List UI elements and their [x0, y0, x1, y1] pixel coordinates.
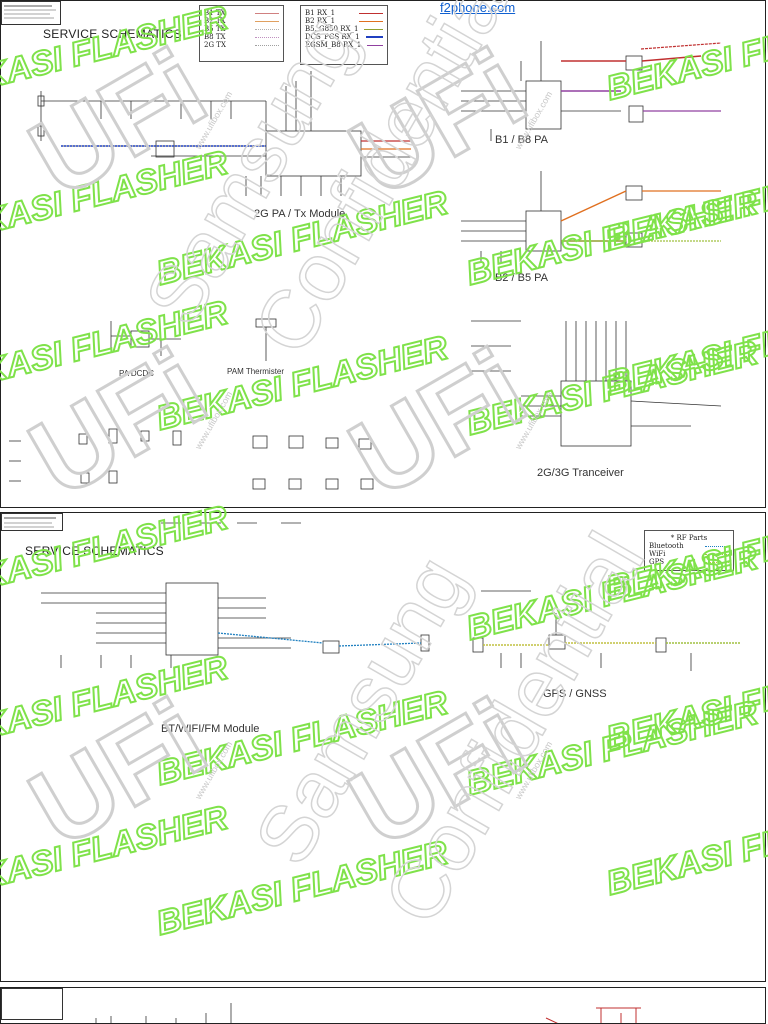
pa-2g-chip — [265, 130, 362, 177]
b1-rx-trace — [641, 55, 702, 62]
title-block — [1, 513, 63, 531]
rf-legend-label: Bluetooth — [649, 542, 684, 550]
rx-legend-row: DCS_PCS RX_1 — [305, 33, 383, 41]
pa-2g-circuit — [37, 71, 411, 196]
tx-legend-row: B5 TX — [204, 25, 279, 33]
section-label-b2-b5-pa: B2 / B5 PA — [495, 272, 548, 284]
b1-b8-pa-chip — [525, 80, 562, 130]
title-block — [1, 988, 63, 1020]
bluetooth-trace — [217, 632, 324, 644]
sheet-header: SERVICE SCHEMATICS — [43, 27, 182, 41]
tx-legend-label: B5 TX — [204, 25, 226, 33]
rf-parts-legend: * RF Parts Bluetooth WiFi GPS — [644, 530, 734, 571]
rx-legend-label: B1 RX_1 — [305, 9, 336, 17]
sheet-header: SERVICE SCHEMATICS — [25, 544, 164, 558]
schematic-sheet-3 — [0, 987, 766, 1024]
section-label-b1-b8-pa: B1 / B8 PA — [495, 134, 548, 146]
schematic-drawing-3 — [95, 1003, 641, 1023]
partial-circuit — [95, 1003, 232, 1023]
rx-legend-line — [367, 44, 383, 46]
rx-legend-row: EGSM_B8 RX_1 — [305, 41, 383, 49]
schematic-sheet-2: SERVICE SCHEMATICS * RF Parts Bluetooth … — [0, 512, 766, 982]
tx-legend-line — [255, 44, 279, 46]
transceiver-chip — [560, 380, 632, 447]
rx-legend-line — [365, 36, 383, 38]
rf-legend-row: Bluetooth — [649, 542, 729, 550]
section-label-2g-pa: 2G PA / Tx Module — [254, 208, 346, 220]
rf-legend-row: WiFi — [649, 550, 729, 558]
tx-legend-row: B1 TX — [204, 9, 279, 17]
tx-legend: B1 TX B2 TX B5 TX B8 TX 2G TX — [199, 5, 284, 62]
section-label-bt-wifi-fm: BT/WIFI/FM Module — [161, 723, 260, 735]
section-label-pa-dcdc: PA DCDC — [119, 369, 154, 378]
partial-rx-trace — [545, 1007, 641, 1023]
rf-legend-row: GPS — [649, 558, 729, 566]
title-block-lines — [4, 5, 56, 19]
bluetooth-trace — [338, 642, 422, 647]
tx-legend-line — [255, 28, 279, 30]
section-label-transceiver: 2G/3G Tranceiver — [537, 467, 624, 479]
schematic-drawing-1 — [9, 41, 722, 490]
rf-legend-line — [705, 561, 729, 563]
rx-legend-label: B5, G850 RX_1 — [305, 25, 359, 33]
rx-legend-row: B5, G850 RX_1 — [305, 25, 383, 33]
gps-lna-chip — [548, 634, 566, 650]
rf-legend-line — [705, 545, 729, 547]
rx-legend-line — [359, 12, 383, 14]
tx-legend-label: B2 TX — [204, 17, 226, 25]
schematic-sheet-1: SERVICE SCHEMATICS B1 TX B2 TX B5 TX B8 … — [0, 0, 766, 508]
tx-legend-label: B1 TX — [204, 9, 226, 17]
rx-legend: B1 RX_1 B2 RX_1 B5, G850 RX_1 DCS_PCS RX… — [300, 5, 388, 65]
gps-circuit — [472, 590, 692, 671]
rx-legend-label: B2 RX_1 — [305, 17, 336, 25]
rx-legend-row: B2 RX_1 — [305, 17, 383, 25]
b2-b5-pa-chip — [525, 210, 562, 252]
b2-rx-trace — [560, 190, 627, 222]
b1-rx-trace — [640, 42, 722, 50]
rx-legend-label: EGSM_B8 RX_1 — [305, 41, 362, 49]
section-label-pam-thermister: PAM Thermister — [227, 367, 285, 376]
rx-legend-line — [359, 20, 383, 22]
f2phone-link[interactable]: f2phone.com — [440, 0, 516, 15]
rf-legend-label: WiFi — [649, 550, 666, 558]
rf-legend-title: * RF Parts — [670, 534, 708, 542]
rf-legend-label: GPS — [649, 558, 665, 566]
component-cluster — [9, 428, 374, 490]
gps-filter — [655, 637, 667, 653]
gps-antenna-port — [472, 637, 484, 653]
bt-wifi-fm-circuit — [41, 522, 430, 668]
tx-legend-row: 2G TX — [204, 41, 279, 49]
rx-legend-row: B1 RX_1 — [305, 9, 383, 17]
tx-legend-row: B8 TX — [204, 33, 279, 41]
thermistor-symbol — [255, 318, 277, 328]
rx-legend-line — [364, 28, 383, 30]
tx-legend-row: B2 TX — [204, 17, 279, 25]
tx-legend-label: B8 TX — [204, 33, 226, 41]
pa-dcdc-circuit — [110, 318, 277, 361]
title-block-lines — [4, 517, 56, 528]
bt-wifi-fm-chip — [165, 582, 219, 656]
transceiver-circuit — [471, 320, 722, 447]
rx-legend-label: DCS_PCS RX_1 — [305, 33, 360, 41]
tx-legend-label: 2G TX — [204, 41, 226, 49]
title-block — [1, 1, 61, 25]
schematic-drawing-2 — [41, 522, 741, 671]
tx-legend-line — [255, 12, 279, 14]
b2-b5-pa-circuit — [461, 171, 643, 263]
section-label-gps: GPS / GNSS — [543, 688, 607, 700]
rf-legend-line — [705, 553, 729, 555]
tx-legend-line — [255, 36, 279, 38]
pa-dcdc-chip — [130, 330, 150, 348]
tx-legend-line — [255, 20, 279, 22]
